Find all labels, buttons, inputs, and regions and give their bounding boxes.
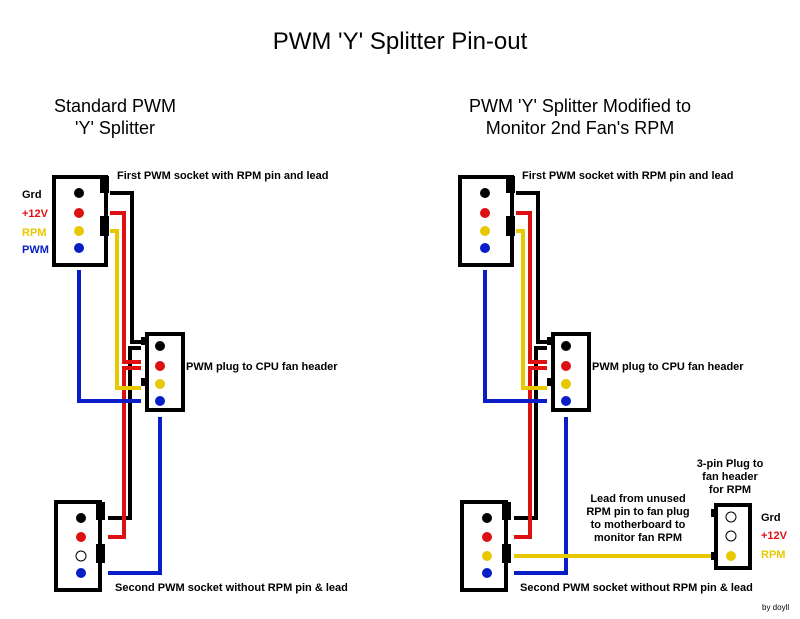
pin-label-grd: Grd [22,189,42,201]
three-pin-label-12v: +12V [761,530,787,542]
plug-pin-pwm [561,396,571,406]
pin-rpm [480,226,490,236]
right-heading: PWM 'Y' Splitter Modified to Monitor 2nd… [440,95,720,139]
cpu-header-plug [145,332,185,412]
wire-pwm [483,270,547,403]
pin-pwm [480,243,490,253]
socket-latch-tab [502,544,511,563]
socket-latch-tab [100,216,109,236]
right-first-socket-label: First PWM socket with RPM pin and lead [522,170,734,182]
pin-ground [76,513,86,523]
three-pin-key-tab [711,552,717,560]
wire-12v [516,211,547,364]
lead-label-line: monitor fan RPM [594,532,682,544]
wire-rpm [516,229,547,390]
plug-pin-12v [155,361,165,371]
lead-label-line: RPM pin to fan plug [586,506,690,518]
pin-12v [482,532,492,542]
plug-pin-12v [561,361,571,371]
lead-label-line: Lead from unused [590,493,686,505]
pin-rpm-empty [75,550,87,562]
three-pin-label-line: 3-pin Plug to [696,458,764,470]
wire-pwm [77,270,141,403]
wire-12v-branch [514,366,547,539]
wire-pwm-branch [514,417,568,575]
three-pin-12v [725,530,737,542]
three-pin-ground [725,511,737,523]
socket-latch-tab [100,176,109,193]
plug-pin-rpm [561,379,571,389]
wire-ground [516,191,547,344]
plug-pin-pwm [155,396,165,406]
plug-pin-rpm [155,379,165,389]
credit: by doyll [762,603,790,612]
cpu-header-plug [551,332,591,412]
pin-label-12v: +12V [22,208,48,220]
left-heading-line2: 'Y' Splitter [75,118,155,138]
lead-label: Lead from unused RPM pin to fan plug to … [578,493,698,545]
wire-ground-branch [108,346,141,520]
left-second-socket-label: Second PWM socket without RPM pin & lead [115,582,348,594]
socket-latch-tab [96,544,105,563]
pin-pwm [74,243,84,253]
wire-ground [110,191,141,344]
three-pin-key-tab [711,509,717,517]
plug-key-tab [141,337,147,345]
pin-pwm [482,568,492,578]
plug-pin-ground [155,341,165,351]
wire-12v [110,211,141,364]
left-heading-line1: Standard PWM [53,96,177,116]
three-pin-plug-label: 3-pin Plug to fan header for RPM [690,458,770,497]
wire-pwm-branch [108,417,162,575]
pin-rpm [482,551,492,561]
pin-rpm [74,226,84,236]
socket-latch-tab [506,216,515,236]
three-pin-rpm [726,551,736,561]
three-pin-label-line: for RPM [708,484,752,496]
pin-pwm [76,568,86,578]
socket-latch-tab [506,176,515,193]
wire-ground-branch [514,346,547,520]
right-heading-line1: PWM 'Y' Splitter Modified to [469,96,691,116]
pin-label-rpm: RPM [22,227,47,239]
three-pin-label-rpm: RPM [761,549,786,561]
three-pin-label-grd: Grd [761,512,781,524]
left-first-socket-label: First PWM socket with RPM pin and lead [117,170,329,182]
three-pin-label-line: fan header [702,471,758,483]
left-heading: Standard PWM 'Y' Splitter [30,95,200,139]
wire-rpm [110,229,141,390]
pin-12v [76,532,86,542]
plug-key-tab [547,378,553,386]
pin-12v [74,208,84,218]
pin-ground [480,188,490,198]
left-plug-label: PWM plug to CPU fan header [186,361,338,373]
right-second-socket-label: Second PWM socket without RPM pin & lead [520,582,753,594]
plug-pin-ground [561,341,571,351]
pin-ground [482,513,492,523]
wire-12v-branch [108,366,141,539]
right-heading-line2: Monitor 2nd Fan's RPM [485,118,675,138]
pin-12v [480,208,490,218]
plug-key-tab [141,378,147,386]
pin-ground [74,188,84,198]
pin-label-pwm: PWM [22,244,49,256]
socket-latch-tab [502,502,511,520]
page-title: PWM 'Y' Splitter Pin-out [272,28,528,55]
right-plug-label: PWM plug to CPU fan header [592,361,744,373]
plug-key-tab [547,337,553,345]
socket-latch-tab [96,502,105,520]
lead-label-line: to motherboard to [590,519,686,531]
